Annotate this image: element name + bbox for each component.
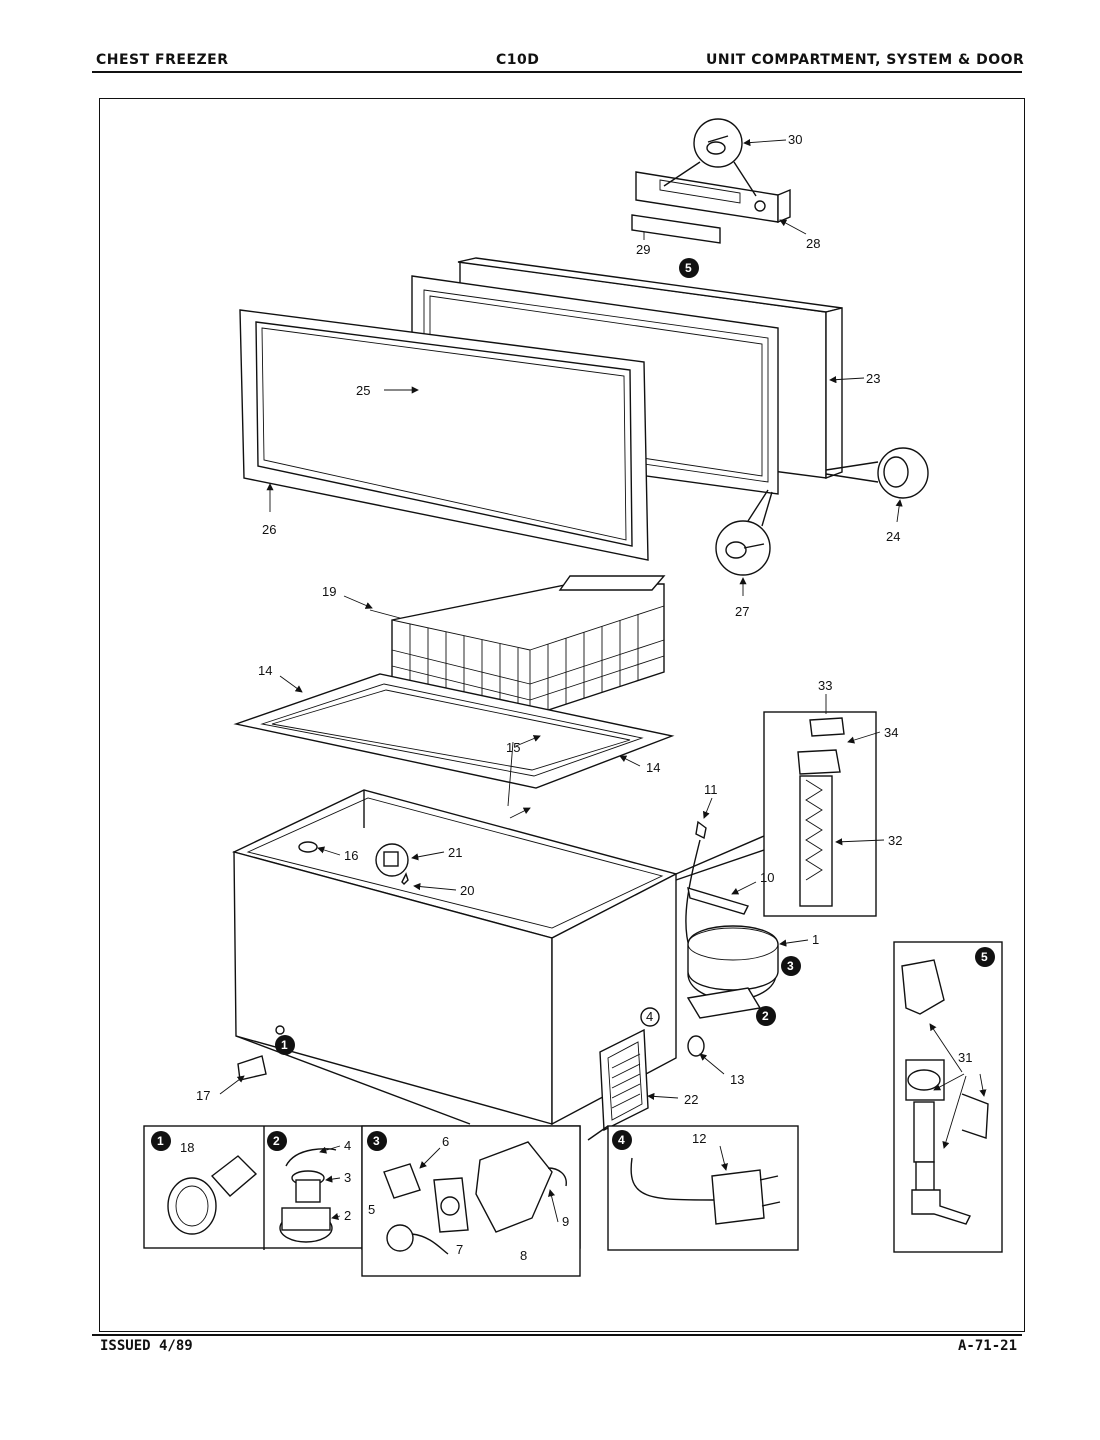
footer-rule <box>92 1334 1022 1336</box>
part-label-16: 16 <box>344 848 358 863</box>
part-label-31: 31 <box>958 1050 972 1065</box>
part-label-32: 32 <box>888 833 902 848</box>
fastener-detail-icon <box>715 520 771 576</box>
part-label-22: 22 <box>684 1092 698 1107</box>
part-label-30: 30 <box>788 132 802 147</box>
part-label-34: 34 <box>884 725 898 740</box>
part-label-28: 28 <box>806 236 820 251</box>
callout-2: 2 <box>762 1009 769 1023</box>
callout-3: 3 <box>787 959 794 973</box>
hinge-plug-detail-icon <box>877 447 929 499</box>
leveling-leg-detail-icon <box>279 1148 337 1243</box>
part-label-10: 10 <box>760 870 774 885</box>
part-label-25: 25 <box>356 383 370 398</box>
drain-hose-icon <box>167 1155 258 1235</box>
callout-1: 1 <box>281 1038 288 1052</box>
part-label-18: 18 <box>180 1140 194 1155</box>
compressor <box>686 925 779 1019</box>
part-label-27: 27 <box>735 604 749 619</box>
inset-label-4: 4 <box>618 1133 625 1147</box>
inset-label-3: 3 <box>373 1134 380 1148</box>
condenser-grille <box>599 1028 649 1132</box>
indicator-lamp-detail-icon <box>693 118 743 168</box>
wire-basket <box>369 575 666 717</box>
part-label-9: 9 <box>562 1214 569 1229</box>
inset-label-2: 2 <box>273 1134 280 1148</box>
callout-5: 5 <box>685 261 692 275</box>
part-label-4: 4 <box>344 1138 351 1153</box>
part-label-11: 11 <box>704 782 718 797</box>
diagram-frame <box>99 98 1025 1332</box>
leveling-leg-icon <box>275 1025 285 1035</box>
part-label-15: 15 <box>506 740 520 755</box>
part-label-14-top: 14 <box>258 663 272 678</box>
footer-code: A-71-21 <box>958 1338 1018 1354</box>
part-label-21: 21 <box>448 845 462 860</box>
part-label-1: 1 <box>812 932 819 947</box>
drain-plug-icon <box>298 841 318 853</box>
breaker-strip-frame <box>233 673 675 789</box>
part-label-13: 13 <box>730 1072 744 1087</box>
part-label-29: 29 <box>636 242 650 257</box>
inset-thermostat-control <box>587 1125 799 1251</box>
part-number-labels: 30 29 28 23 25 26 24 27 19 14 14 15 33 3… <box>180 132 972 1263</box>
drier-icon <box>687 886 749 915</box>
footer-issued: ISSUED 4/89 <box>100 1338 193 1354</box>
grommet-ring-icon <box>687 1035 705 1057</box>
grommet-icon <box>695 820 707 840</box>
clip-icon <box>401 872 409 885</box>
part-label-2: 2 <box>344 1208 351 1223</box>
inset-lock-assembly <box>893 941 1003 1253</box>
part-label-14-bottom: 14 <box>646 760 660 775</box>
part-label-17: 17 <box>196 1088 210 1103</box>
inset-label-1: 1 <box>157 1134 164 1148</box>
inset-label-5: 5 <box>981 950 988 964</box>
part-label-26: 26 <box>262 522 276 537</box>
part-label-20: 20 <box>460 883 474 898</box>
part-label-8: 8 <box>520 1248 527 1263</box>
part-label-5: 5 <box>368 1202 375 1217</box>
header-model: C10D <box>496 52 540 68</box>
control-panel-assembly <box>631 118 791 244</box>
thermostat-detail-box <box>675 711 877 917</box>
leader-lines <box>219 138 987 1223</box>
relay-overload-detail-icon <box>383 1141 567 1255</box>
header-left-title: CHEST FREEZER <box>96 52 229 68</box>
part-label-19: 19 <box>322 584 336 599</box>
callout-4: 4 <box>646 1009 653 1024</box>
part-label-23: 23 <box>866 371 880 386</box>
part-label-6: 6 <box>442 1134 449 1149</box>
light-switch-detail-icon <box>375 843 409 877</box>
part-label-12: 12 <box>692 1131 706 1146</box>
part-label-24: 24 <box>886 529 900 544</box>
circled-callouts: 1 2 3 4 5 1 2 3 4 5 <box>151 258 995 1151</box>
lid-gasket-frame <box>239 309 649 561</box>
drain-cap-icon <box>237 1055 267 1081</box>
part-label-3: 3 <box>344 1170 351 1185</box>
header-section-title: UNIT COMPARTMENT, SYSTEM & DOOR <box>706 52 1025 68</box>
part-label-33: 33 <box>818 678 832 693</box>
header-rule <box>92 71 1022 73</box>
tubing-line <box>685 839 701 951</box>
part-label-7: 7 <box>456 1242 463 1257</box>
